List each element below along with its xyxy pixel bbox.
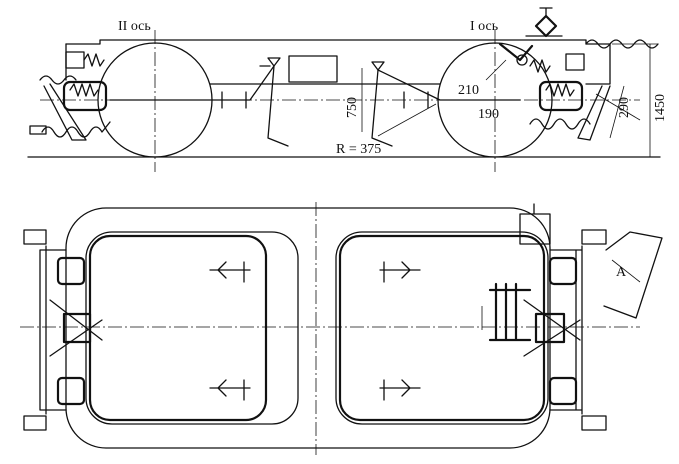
- dim-290-label: 290: [617, 97, 632, 118]
- dim-750-label: 750: [345, 97, 360, 118]
- end-beam-right: [549, 245, 583, 415]
- spring-box-left: [62, 80, 108, 112]
- centre-box: [288, 55, 338, 83]
- brake-cylinder: [534, 14, 558, 38]
- coupler-left: [29, 125, 47, 135]
- frame-window-right: [335, 231, 549, 425]
- brake-hanger-left: [267, 65, 289, 147]
- brake-cylinder-top-view: [488, 282, 532, 342]
- handbrake-bracket: [519, 203, 551, 245]
- spring-right-upper: [529, 59, 551, 73]
- buffer-right-top: [581, 229, 607, 245]
- frame-wave-left-upper: [39, 75, 77, 85]
- lever-left-end: [43, 83, 87, 141]
- brake-rod-right: [377, 69, 521, 101]
- top-view: A: [20, 202, 663, 455]
- buffer-left-bottom: [23, 415, 47, 431]
- axlebox-top-right: [548, 256, 578, 286]
- axlebox-bottom-left: [56, 376, 86, 406]
- spring-box-right: [538, 80, 584, 112]
- dim-1450-label: 1450: [653, 94, 668, 122]
- spring-right: [545, 83, 575, 97]
- brake-hanger-right: [371, 69, 393, 147]
- section-arrow: [611, 259, 641, 283]
- dim-210-label: 210: [458, 83, 479, 98]
- axle-left-label: II ось: [118, 19, 151, 34]
- frame-wave-left-lower: [41, 121, 111, 138]
- axlebox-right: [565, 53, 585, 71]
- brake-shoe-left-top: [209, 261, 251, 283]
- brake-pivot-right: [371, 61, 385, 71]
- axlebox-bottom-right: [548, 376, 578, 406]
- spring-left: [69, 83, 99, 97]
- brake-linkage-pin: [516, 54, 528, 66]
- axlebox-top-left: [56, 256, 86, 286]
- brake-shoe-right-top: [379, 261, 421, 283]
- brake-shoe-marks: [221, 91, 429, 109]
- brake-shoe-left-bottom: [209, 379, 251, 401]
- dim-radius-label: R = 375: [336, 142, 381, 157]
- brake-shoe-right-bottom: [379, 379, 421, 401]
- dim-290-line: [609, 85, 625, 139]
- diagonal-links-right: [523, 299, 581, 357]
- buffer-right-bottom: [581, 415, 607, 431]
- diagonal-links-left: [49, 299, 103, 357]
- spring-left-upper: [83, 53, 105, 67]
- outer-frame: [65, 207, 551, 449]
- side-view: 750 R = 375 210 190 290 1450 II ось I ос…: [27, 7, 668, 172]
- buffer-left-top: [23, 229, 47, 245]
- brake-linkage-top: [498, 42, 534, 62]
- brake-cylinder-fitting: [525, 7, 563, 37]
- section-outline: [603, 231, 663, 319]
- frame-top: [65, 39, 611, 85]
- axle-right-label: I ось: [470, 19, 498, 34]
- frame-wave-right-lower: [529, 118, 591, 130]
- lever-right-end: [577, 85, 611, 141]
- brake-frame-left: [88, 234, 268, 422]
- brake-frame-right: [338, 234, 546, 422]
- dim-190-label: 190: [478, 107, 499, 122]
- axlebox-left: [65, 51, 85, 69]
- brake-rod-left: [109, 57, 281, 101]
- section-mark-label: A: [616, 265, 627, 280]
- end-beam-left: [39, 245, 67, 415]
- dim-210-leader: [485, 59, 507, 81]
- dim-radius-leader: [377, 103, 437, 137]
